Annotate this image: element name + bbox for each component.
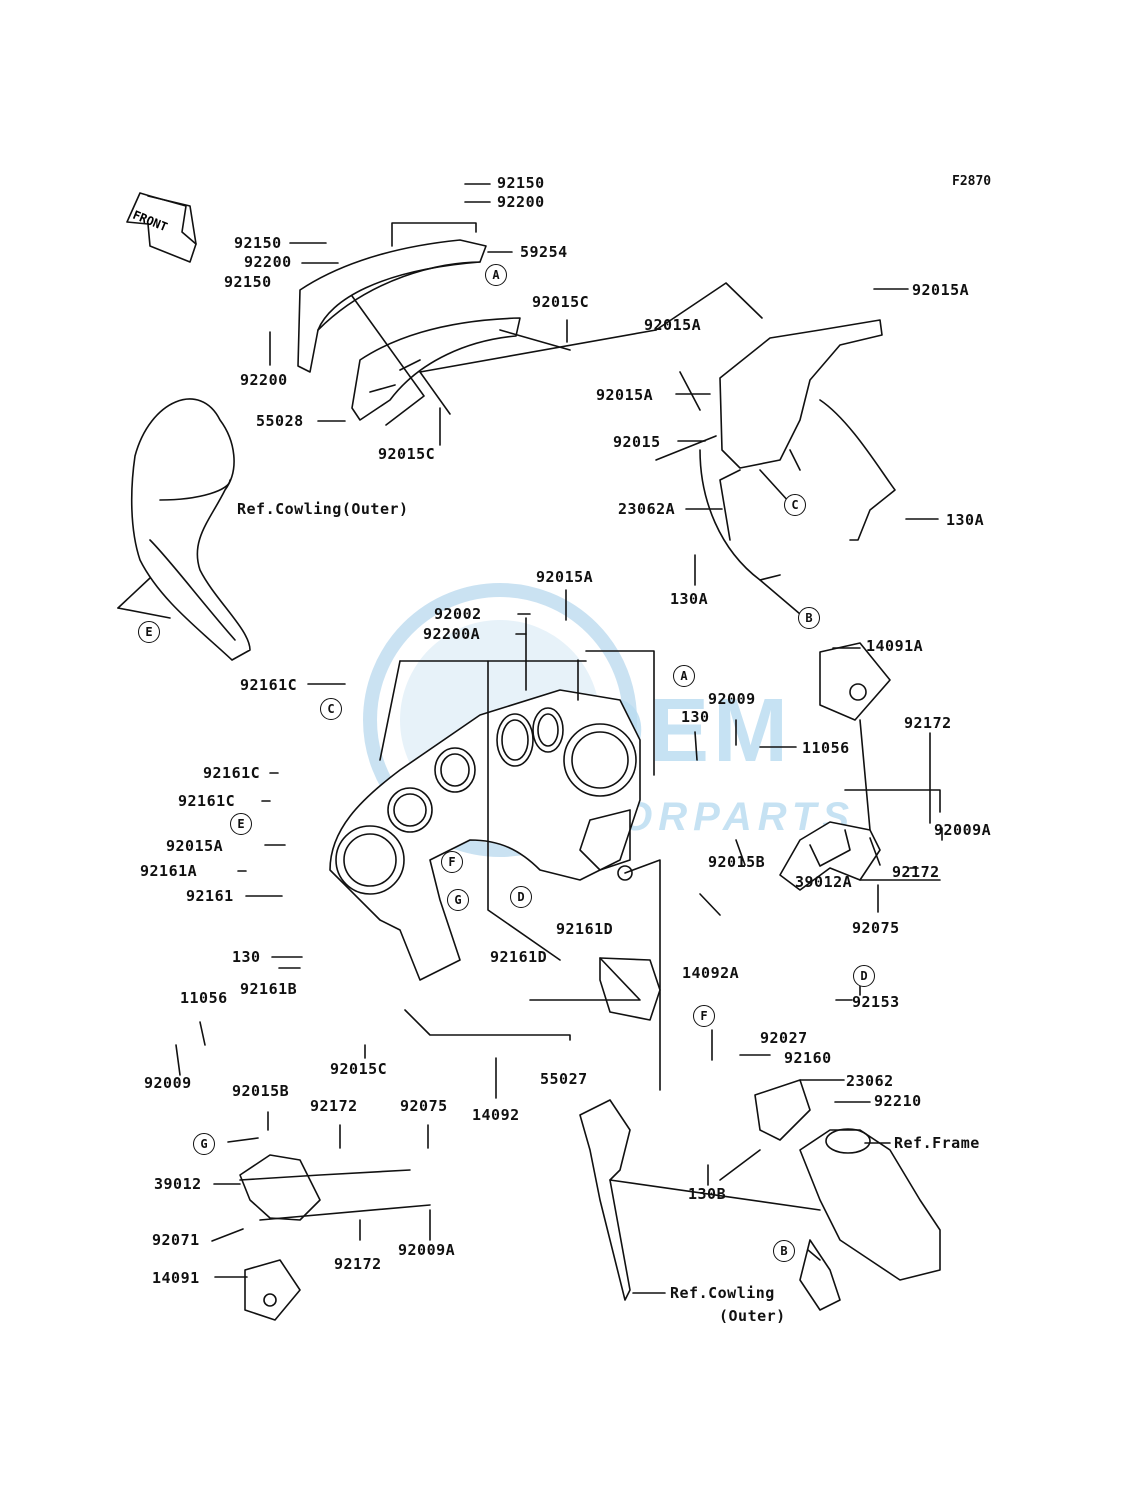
windscreen-cowling xyxy=(130,398,251,661)
part-label[interactable]: 130B xyxy=(688,1185,727,1203)
part-label[interactable]: 14091A xyxy=(866,637,924,655)
frame-head xyxy=(799,1128,941,1311)
meter-cowling-55027 xyxy=(329,689,641,981)
part-label[interactable]: 92160 xyxy=(784,1049,832,1067)
part-label[interactable]: 92161C xyxy=(240,676,298,694)
part-label[interactable]: 92172 xyxy=(334,1255,382,1273)
part-label[interactable]: 55027 xyxy=(540,1070,588,1088)
part-label[interactable]: 92075 xyxy=(852,919,900,937)
bracket-23062A xyxy=(699,319,896,581)
part-label[interactable]: 92015B xyxy=(708,853,766,871)
callout-e: E xyxy=(230,813,252,835)
part-label[interactable]: 92015 xyxy=(613,433,661,451)
part-label[interactable]: 92027 xyxy=(760,1029,808,1047)
callout-d: D xyxy=(853,965,875,987)
part-label[interactable]: 92150 xyxy=(497,174,545,192)
callout-c: C xyxy=(320,698,342,720)
part-label[interactable]: 92161D xyxy=(556,920,614,938)
part-label[interactable]: 92161B xyxy=(240,980,298,998)
part-label[interactable]: 130A xyxy=(946,511,985,529)
part-label[interactable]: 92002 xyxy=(434,605,482,623)
part-label[interactable]: 39012A xyxy=(795,873,853,891)
callout-e: E xyxy=(138,621,160,643)
reference-label[interactable]: Ref.Cowling(Outer) xyxy=(237,500,409,518)
cowling-inner-lower xyxy=(579,1099,631,1301)
part-label[interactable]: 14091 xyxy=(152,1269,200,1287)
diagram-code: F2870 xyxy=(952,174,992,189)
part-label[interactable]: 11056 xyxy=(802,739,850,757)
part-label[interactable]: 55028 xyxy=(256,412,304,430)
callout-f: F xyxy=(693,1005,715,1027)
part-label[interactable]: 92015A xyxy=(536,568,594,586)
callout-c: C xyxy=(784,494,806,516)
reference-label[interactable]: Ref.Frame xyxy=(894,1134,980,1152)
part-label[interactable]: 92009 xyxy=(144,1074,192,1092)
cover-39012A xyxy=(779,821,881,891)
part-label[interactable]: 23062A xyxy=(618,500,676,518)
part-label[interactable]: 92153 xyxy=(852,993,900,1011)
part-label[interactable]: 92075 xyxy=(400,1097,448,1115)
part-label[interactable]: 92015A xyxy=(912,281,970,299)
part-label[interactable]: 92200 xyxy=(240,371,288,389)
callout-a: A xyxy=(485,264,507,286)
part-label[interactable]: 92161D xyxy=(490,948,548,966)
callout-f: F xyxy=(441,851,463,873)
front-arrow-icon xyxy=(126,192,197,263)
part-label[interactable]: 92015A xyxy=(644,316,702,334)
part-label[interactable]: 92015C xyxy=(532,293,590,311)
callout-g: G xyxy=(447,889,469,911)
cover-39012 xyxy=(239,1154,321,1221)
part-label[interactable]: 92015C xyxy=(330,1060,388,1078)
plate-14091 xyxy=(244,1259,301,1321)
part-label[interactable]: 92015B xyxy=(232,1082,290,1100)
part-label[interactable]: 92150 xyxy=(224,273,272,291)
part-label[interactable]: 130A xyxy=(670,590,709,608)
part-label[interactable]: 92009A xyxy=(934,821,992,839)
part-label[interactable]: 92015C xyxy=(378,445,436,463)
part-label[interactable]: 59254 xyxy=(520,243,568,261)
part-label[interactable]: 130 xyxy=(232,948,261,966)
part-label[interactable]: 92009 xyxy=(708,690,756,708)
part-label[interactable]: 92172 xyxy=(892,863,940,881)
callout-d: D xyxy=(510,886,532,908)
part-label[interactable]: 23062 xyxy=(846,1072,894,1090)
reference-label[interactable]: (Outer) xyxy=(719,1307,786,1325)
callout-b: B xyxy=(798,607,820,629)
part-label[interactable]: 92150 xyxy=(234,234,282,252)
callout-a: A xyxy=(673,665,695,687)
part-label[interactable]: 92071 xyxy=(152,1231,200,1249)
part-label[interactable]: 130 xyxy=(681,708,710,726)
part-label[interactable]: 92200 xyxy=(497,193,545,211)
part-label[interactable]: 11056 xyxy=(180,989,228,1007)
part-label[interactable]: 92161A xyxy=(140,862,198,880)
part-label[interactable]: 92161C xyxy=(178,792,236,810)
callout-b: B xyxy=(773,1240,795,1262)
part-label[interactable]: 92015A xyxy=(596,386,654,404)
callout-g: G xyxy=(193,1133,215,1155)
part-label[interactable]: 14092 xyxy=(472,1106,520,1124)
reference-label[interactable]: Ref.Cowling xyxy=(670,1284,775,1302)
part-label[interactable]: 92161 xyxy=(186,887,234,905)
bracket-23062 xyxy=(754,1079,811,1141)
upper-shroud-59254 xyxy=(297,239,487,373)
part-label[interactable]: 92161C xyxy=(203,764,261,782)
part-label[interactable]: 92210 xyxy=(874,1092,922,1110)
part-label[interactable]: 92015A xyxy=(166,837,224,855)
part-label[interactable]: 92172 xyxy=(310,1097,358,1115)
part-label[interactable]: 92200A xyxy=(423,625,481,643)
part-label[interactable]: 14092A xyxy=(682,964,740,982)
part-label[interactable]: 39012 xyxy=(154,1175,202,1193)
part-label[interactable]: 92172 xyxy=(904,714,952,732)
part-label[interactable]: 92009A xyxy=(398,1241,456,1259)
plate-14091A xyxy=(819,642,891,721)
part-label[interactable]: 92200 xyxy=(244,253,292,271)
